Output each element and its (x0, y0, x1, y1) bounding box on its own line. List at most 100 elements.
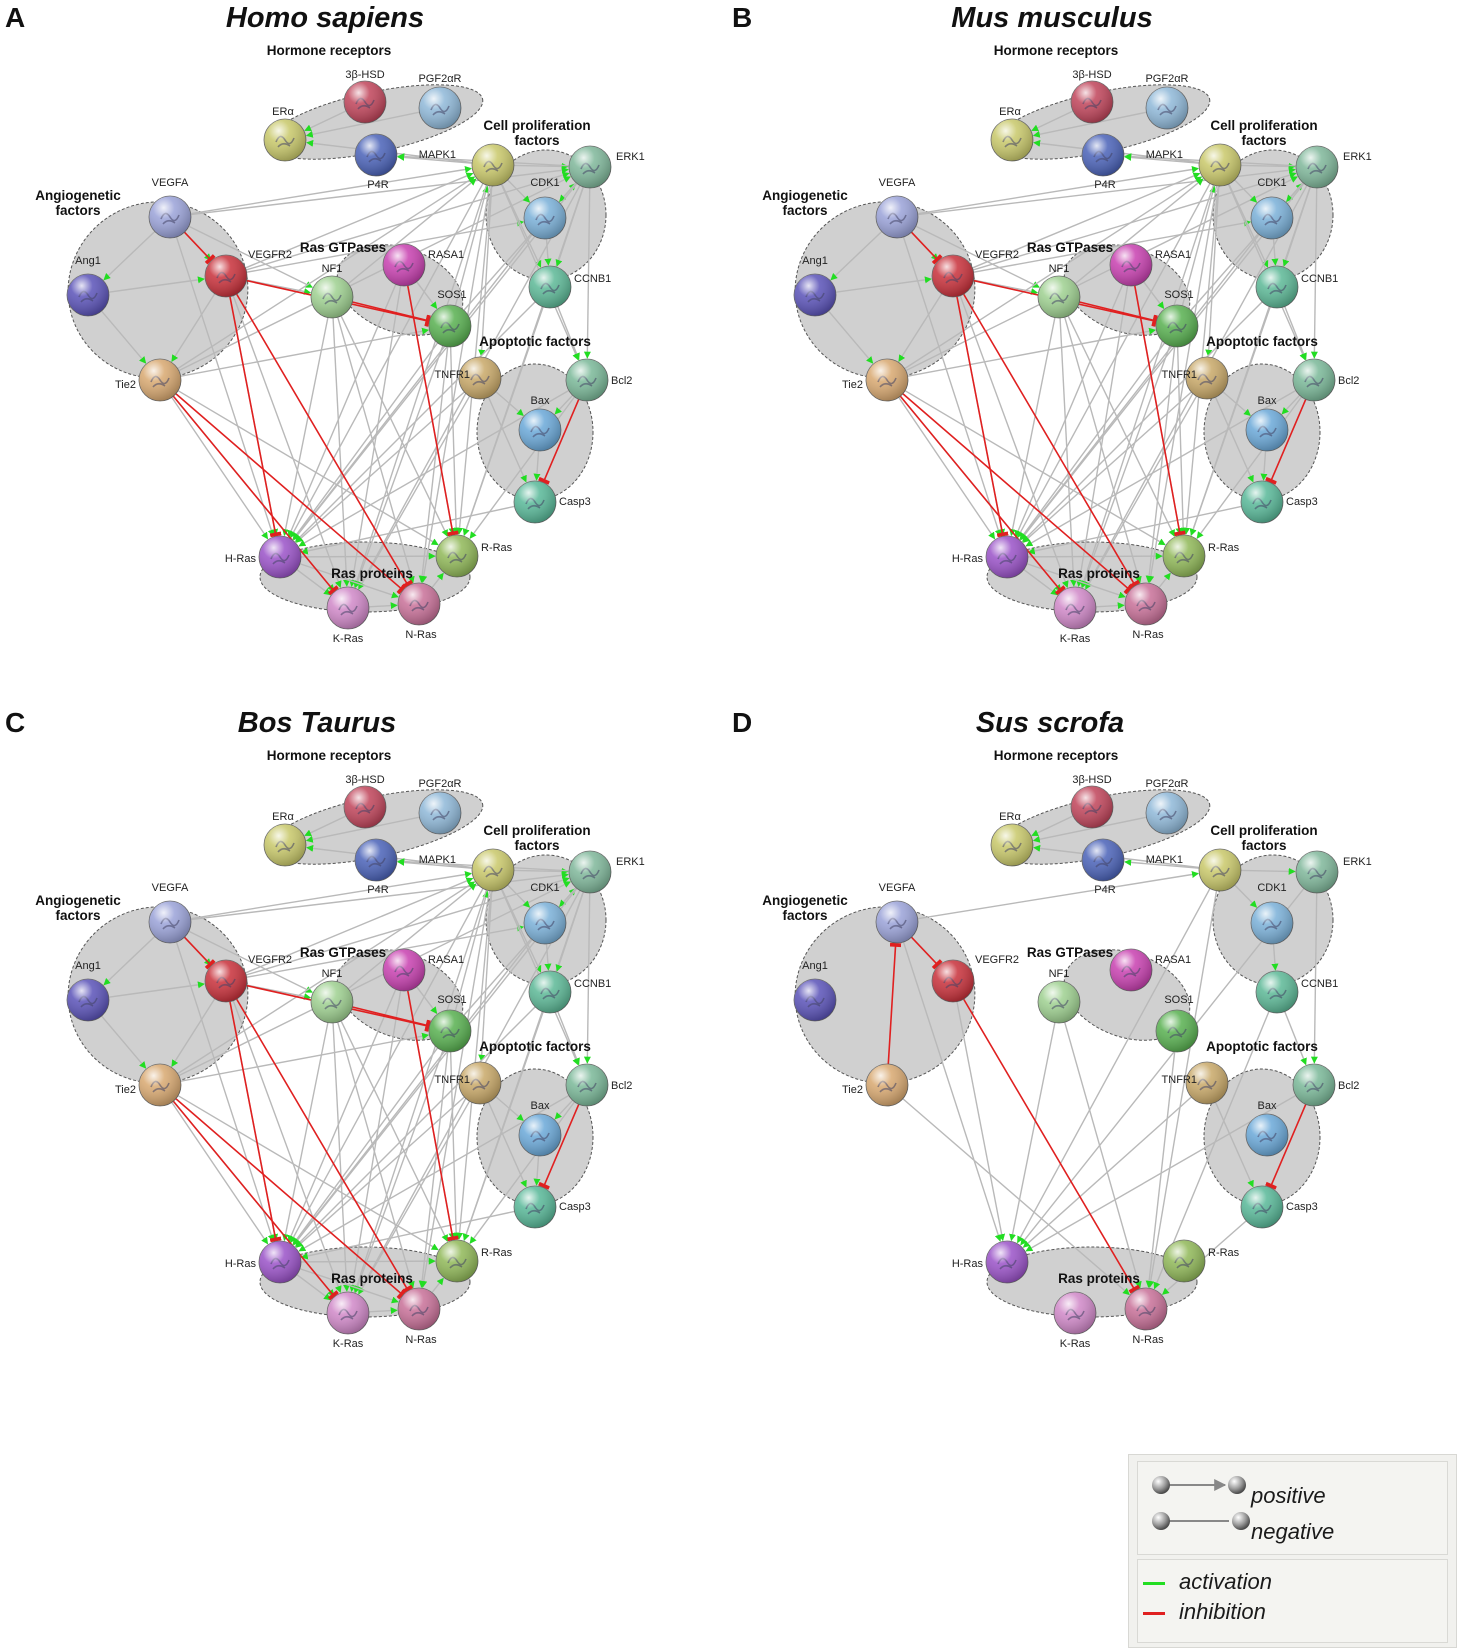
node-CCNB1[interactable]: CCNB1 (1255, 265, 1338, 309)
node-TNFR1[interactable]: TNFR1 (435, 1061, 502, 1105)
node-K-Ras[interactable]: K-Ras (326, 1291, 370, 1350)
node-VEGFR2[interactable]: VEGFR2 (204, 249, 292, 298)
node-CCNB1[interactable]: CCNB1 (1255, 970, 1338, 1014)
node-NF1[interactable]: NF1 (1037, 968, 1081, 1024)
node-ERa[interactable]: ERα (990, 106, 1034, 162)
node-MAPK1[interactable]: MAPK1 (419, 143, 515, 187)
node-RASA1[interactable]: RASA1 (1109, 243, 1191, 287)
node-Bax[interactable]: Bax (1245, 395, 1289, 452)
node-Tie2[interactable]: Tie2 (115, 358, 182, 402)
node-RASA1[interactable]: RASA1 (1109, 948, 1191, 992)
node-R-Ras[interactable]: R-Ras (435, 534, 513, 578)
node-SOS1[interactable]: SOS1 (1155, 289, 1199, 348)
node-H-Ras[interactable]: H-Ras (225, 535, 302, 579)
edge-VEGFA-Ang1 (830, 230, 883, 281)
node-VEGFA[interactable]: VEGFA (148, 177, 192, 239)
node-VEGFR2[interactable]: VEGFR2 (931, 249, 1019, 298)
node-N-Ras[interactable]: N-Ras (1124, 1287, 1168, 1346)
node-ERa[interactable]: ERα (990, 811, 1034, 867)
node-H-Ras[interactable]: H-Ras (952, 535, 1029, 579)
node-label: RASA1 (428, 954, 464, 966)
node-Tie2[interactable]: Tie2 (115, 1063, 182, 1107)
node-CDK1[interactable]: CDK1 (1250, 177, 1294, 240)
node-gloss-icon (1251, 197, 1293, 239)
node-TNFR1[interactable]: TNFR1 (1162, 1061, 1229, 1105)
node-PGF2aR[interactable]: PGF2αR (1145, 73, 1189, 130)
node-3b-HSD[interactable]: 3β-HSD (1070, 774, 1114, 829)
node-ERK1[interactable]: ERK1 (1295, 145, 1372, 189)
node-SOS1[interactable]: SOS1 (1155, 994, 1199, 1053)
node-CDK1[interactable]: CDK1 (523, 177, 567, 240)
node-PGF2aR[interactable]: PGF2αR (1145, 778, 1189, 835)
node-H-Ras[interactable]: H-Ras (952, 1240, 1029, 1284)
node-TNFR1[interactable]: TNFR1 (435, 356, 502, 400)
node-ERa[interactable]: ERα (263, 106, 307, 162)
node-Ang1[interactable]: Ang1 (66, 960, 110, 1022)
node-ERK1[interactable]: ERK1 (568, 145, 645, 189)
node-R-Ras[interactable]: R-Ras (1162, 534, 1240, 578)
node-CCNB1[interactable]: CCNB1 (528, 970, 611, 1014)
node-RASA1[interactable]: RASA1 (382, 948, 464, 992)
node-K-Ras[interactable]: K-Ras (1053, 1291, 1097, 1350)
node-N-Ras[interactable]: N-Ras (1124, 582, 1168, 641)
node-Bcl2[interactable]: Bcl2 (1292, 358, 1359, 402)
node-PGF2aR[interactable]: PGF2αR (418, 73, 462, 130)
node-K-Ras[interactable]: K-Ras (326, 586, 370, 645)
node-NF1[interactable]: NF1 (310, 263, 354, 319)
node-R-Ras[interactable]: R-Ras (1162, 1239, 1240, 1283)
node-Bcl2[interactable]: Bcl2 (565, 358, 632, 402)
node-MAPK1[interactable]: MAPK1 (1146, 848, 1242, 892)
node-SOS1[interactable]: SOS1 (428, 994, 472, 1053)
node-Casp3[interactable]: Casp3 (513, 480, 591, 524)
node-CDK1[interactable]: CDK1 (1250, 882, 1294, 945)
node-VEGFA[interactable]: VEGFA (148, 882, 192, 944)
node-CCNB1[interactable]: CCNB1 (528, 265, 611, 309)
node-ERK1[interactable]: ERK1 (1295, 850, 1372, 894)
node-Ang1[interactable]: Ang1 (793, 960, 837, 1022)
node-gloss-icon (327, 587, 369, 629)
node-P4R[interactable]: P4R (354, 838, 398, 896)
inhibition-edge-Tie2-N-Ras (175, 1098, 407, 1300)
node-3b-HSD[interactable]: 3β-HSD (343, 69, 387, 124)
node-P4R[interactable]: P4R (1081, 838, 1125, 896)
node-P4R[interactable]: P4R (1081, 133, 1125, 191)
node-VEGFA[interactable]: VEGFA (875, 882, 919, 944)
node-3b-HSD[interactable]: 3β-HSD (1070, 69, 1114, 124)
node-TNFR1[interactable]: TNFR1 (1162, 356, 1229, 400)
node-Tie2[interactable]: Tie2 (842, 358, 909, 402)
node-Bax[interactable]: Bax (518, 1100, 562, 1157)
node-MAPK1[interactable]: MAPK1 (1146, 143, 1242, 187)
node-Bax[interactable]: Bax (518, 395, 562, 452)
node-MAPK1[interactable]: MAPK1 (419, 848, 515, 892)
node-VEGFR2[interactable]: VEGFR2 (204, 954, 292, 1003)
edge-CDK1-H-Ras (292, 234, 533, 541)
node-Tie2[interactable]: Tie2 (842, 1063, 909, 1107)
node-VEGFR2[interactable]: VEGFR2 (931, 954, 1019, 1003)
node-N-Ras[interactable]: N-Ras (397, 1287, 441, 1346)
node-NF1[interactable]: NF1 (1037, 263, 1081, 319)
node-Bcl2[interactable]: Bcl2 (1292, 1063, 1359, 1107)
node-Bax[interactable]: Bax (1245, 1100, 1289, 1157)
node-PGF2aR[interactable]: PGF2αR (418, 778, 462, 835)
node-R-Ras[interactable]: R-Ras (435, 1239, 513, 1283)
node-Ang1[interactable]: Ang1 (793, 255, 837, 317)
node-3b-HSD[interactable]: 3β-HSD (343, 774, 387, 829)
node-Casp3[interactable]: Casp3 (513, 1185, 591, 1229)
node-RASA1[interactable]: RASA1 (382, 243, 464, 287)
node-N-Ras[interactable]: N-Ras (397, 582, 441, 641)
node-CDK1[interactable]: CDK1 (523, 882, 567, 945)
node-SOS1[interactable]: SOS1 (428, 289, 472, 348)
node-ERa[interactable]: ERα (263, 811, 307, 867)
node-ERK1[interactable]: ERK1 (568, 850, 645, 894)
node-Casp3[interactable]: Casp3 (1240, 480, 1318, 524)
node-Bcl2[interactable]: Bcl2 (565, 1063, 632, 1107)
node-P4R[interactable]: P4R (354, 133, 398, 191)
node-H-Ras[interactable]: H-Ras (225, 1240, 302, 1284)
node-Casp3[interactable]: Casp3 (1240, 1185, 1318, 1229)
node-NF1[interactable]: NF1 (310, 968, 354, 1024)
node-Ang1[interactable]: Ang1 (66, 255, 110, 317)
node-K-Ras[interactable]: K-Ras (1053, 586, 1097, 645)
node-label: SOS1 (1164, 289, 1193, 301)
node-VEGFA[interactable]: VEGFA (875, 177, 919, 239)
